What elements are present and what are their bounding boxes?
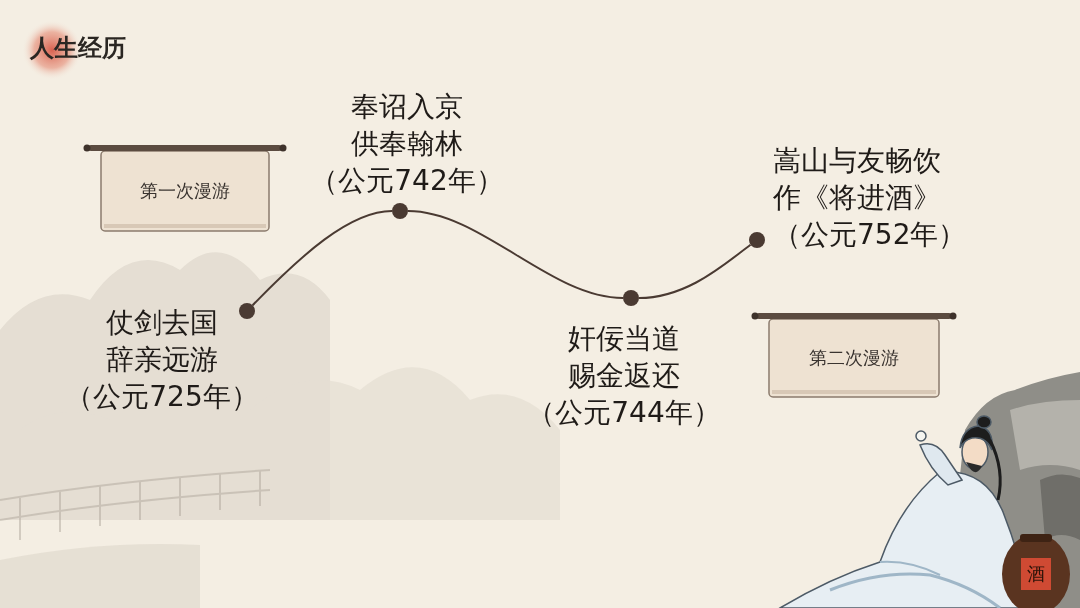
poet-illustration <box>780 416 1030 608</box>
event-date: （公元725年） <box>65 378 258 415</box>
event-date: （公元752年） <box>773 216 966 253</box>
timeline-dot: 奉诏入京 供奉翰林（公元742年） <box>392 203 408 219</box>
timeline-dot: 仗剑去国 辞亲远游（公元725年） <box>239 303 255 319</box>
scroll-shade <box>772 390 936 394</box>
event-heading: 奸佞当道 赐金返还 <box>568 320 680 394</box>
jar-seal-text: 酒 <box>1027 565 1045 583</box>
scroll-knob <box>280 145 287 152</box>
event-heading: 奉诏入京 供奉翰林 <box>351 88 463 162</box>
scroll-knob <box>950 313 957 320</box>
scroll-body <box>101 151 269 231</box>
timeline-curve <box>253 211 392 305</box>
timeline-dot: 嵩山与友畅饮 作《将进酒》（公元752年） <box>749 232 765 248</box>
event-text: 奉诏入京 供奉翰林（公元742年） <box>310 88 503 199</box>
scroll-knob <box>84 145 91 152</box>
timeline-dot: 奸佞当道 赐金返还（公元744年） <box>623 290 639 306</box>
event-text: 嵩山与友畅饮 作《将进酒》（公元752年） <box>773 142 966 253</box>
scroll-banner: 第二次漫游 <box>768 318 940 398</box>
event-date: （公元744年） <box>527 394 720 431</box>
scroll-body <box>769 319 939 397</box>
banner-text: 第二次漫游 <box>809 346 899 369</box>
banner-text: 第一次漫游 <box>140 179 230 202</box>
faint-mountains <box>0 252 560 520</box>
wine-jar <box>1002 534 1070 608</box>
timeline-curve <box>408 211 623 298</box>
event-text: 奸佞当道 赐金返还（公元744年） <box>527 320 720 431</box>
page-title: 人生经历 <box>30 32 126 64</box>
faint-fence <box>0 470 270 608</box>
event-text: 仗剑去国 辞亲远游（公元725年） <box>65 304 258 415</box>
scroll-shade <box>104 224 266 228</box>
event-date: （公元742年） <box>310 162 503 199</box>
event-heading: 嵩山与友畅饮 作《将进酒》 <box>773 142 941 216</box>
event-heading: 仗剑去国 辞亲远游 <box>106 304 218 378</box>
scroll-roller <box>88 145 282 151</box>
scroll-roller <box>756 313 952 319</box>
scroll-knob <box>752 313 759 320</box>
scroll-banner: 第一次漫游 <box>100 150 270 232</box>
timeline-curve <box>639 245 751 298</box>
